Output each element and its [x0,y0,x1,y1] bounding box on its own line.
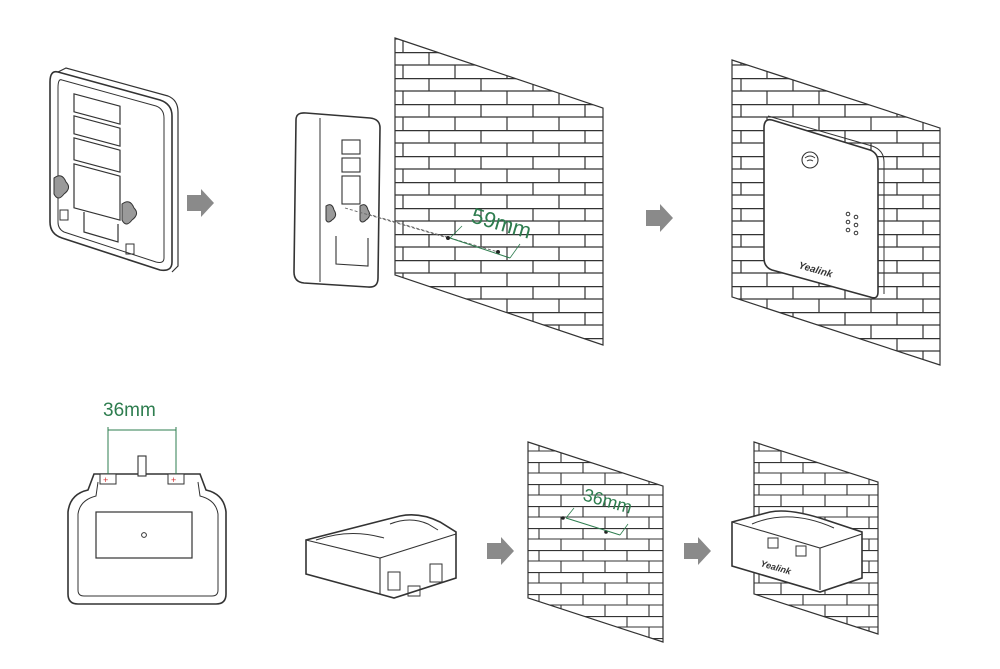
dimension-label-36mm-charger: 36mm [103,400,156,421]
charger-mounted: Yealink [731,510,863,593]
brick-wall-2 [394,37,604,346]
charger-perspective [305,514,457,599]
plus-mark-icon: + [103,475,108,485]
right-arrow-icon [646,204,673,232]
wifi-icon [801,151,819,169]
brick-wall-6 [527,441,664,643]
right-arrow-icon [684,537,711,565]
keyhole-slot-right [121,201,138,225]
right-arrow-icon [487,537,514,565]
keyhole-slot-left [53,175,70,199]
plus-mark-icon: + [171,475,176,485]
dimension-36mm-charger: 36mm [103,400,177,474]
right-arrow-icon [187,189,214,217]
charger-underside: + + [67,455,227,605]
base-station-front: Yealink [763,115,885,299]
base-station-back [49,67,179,273]
base-station-side [293,112,500,288]
